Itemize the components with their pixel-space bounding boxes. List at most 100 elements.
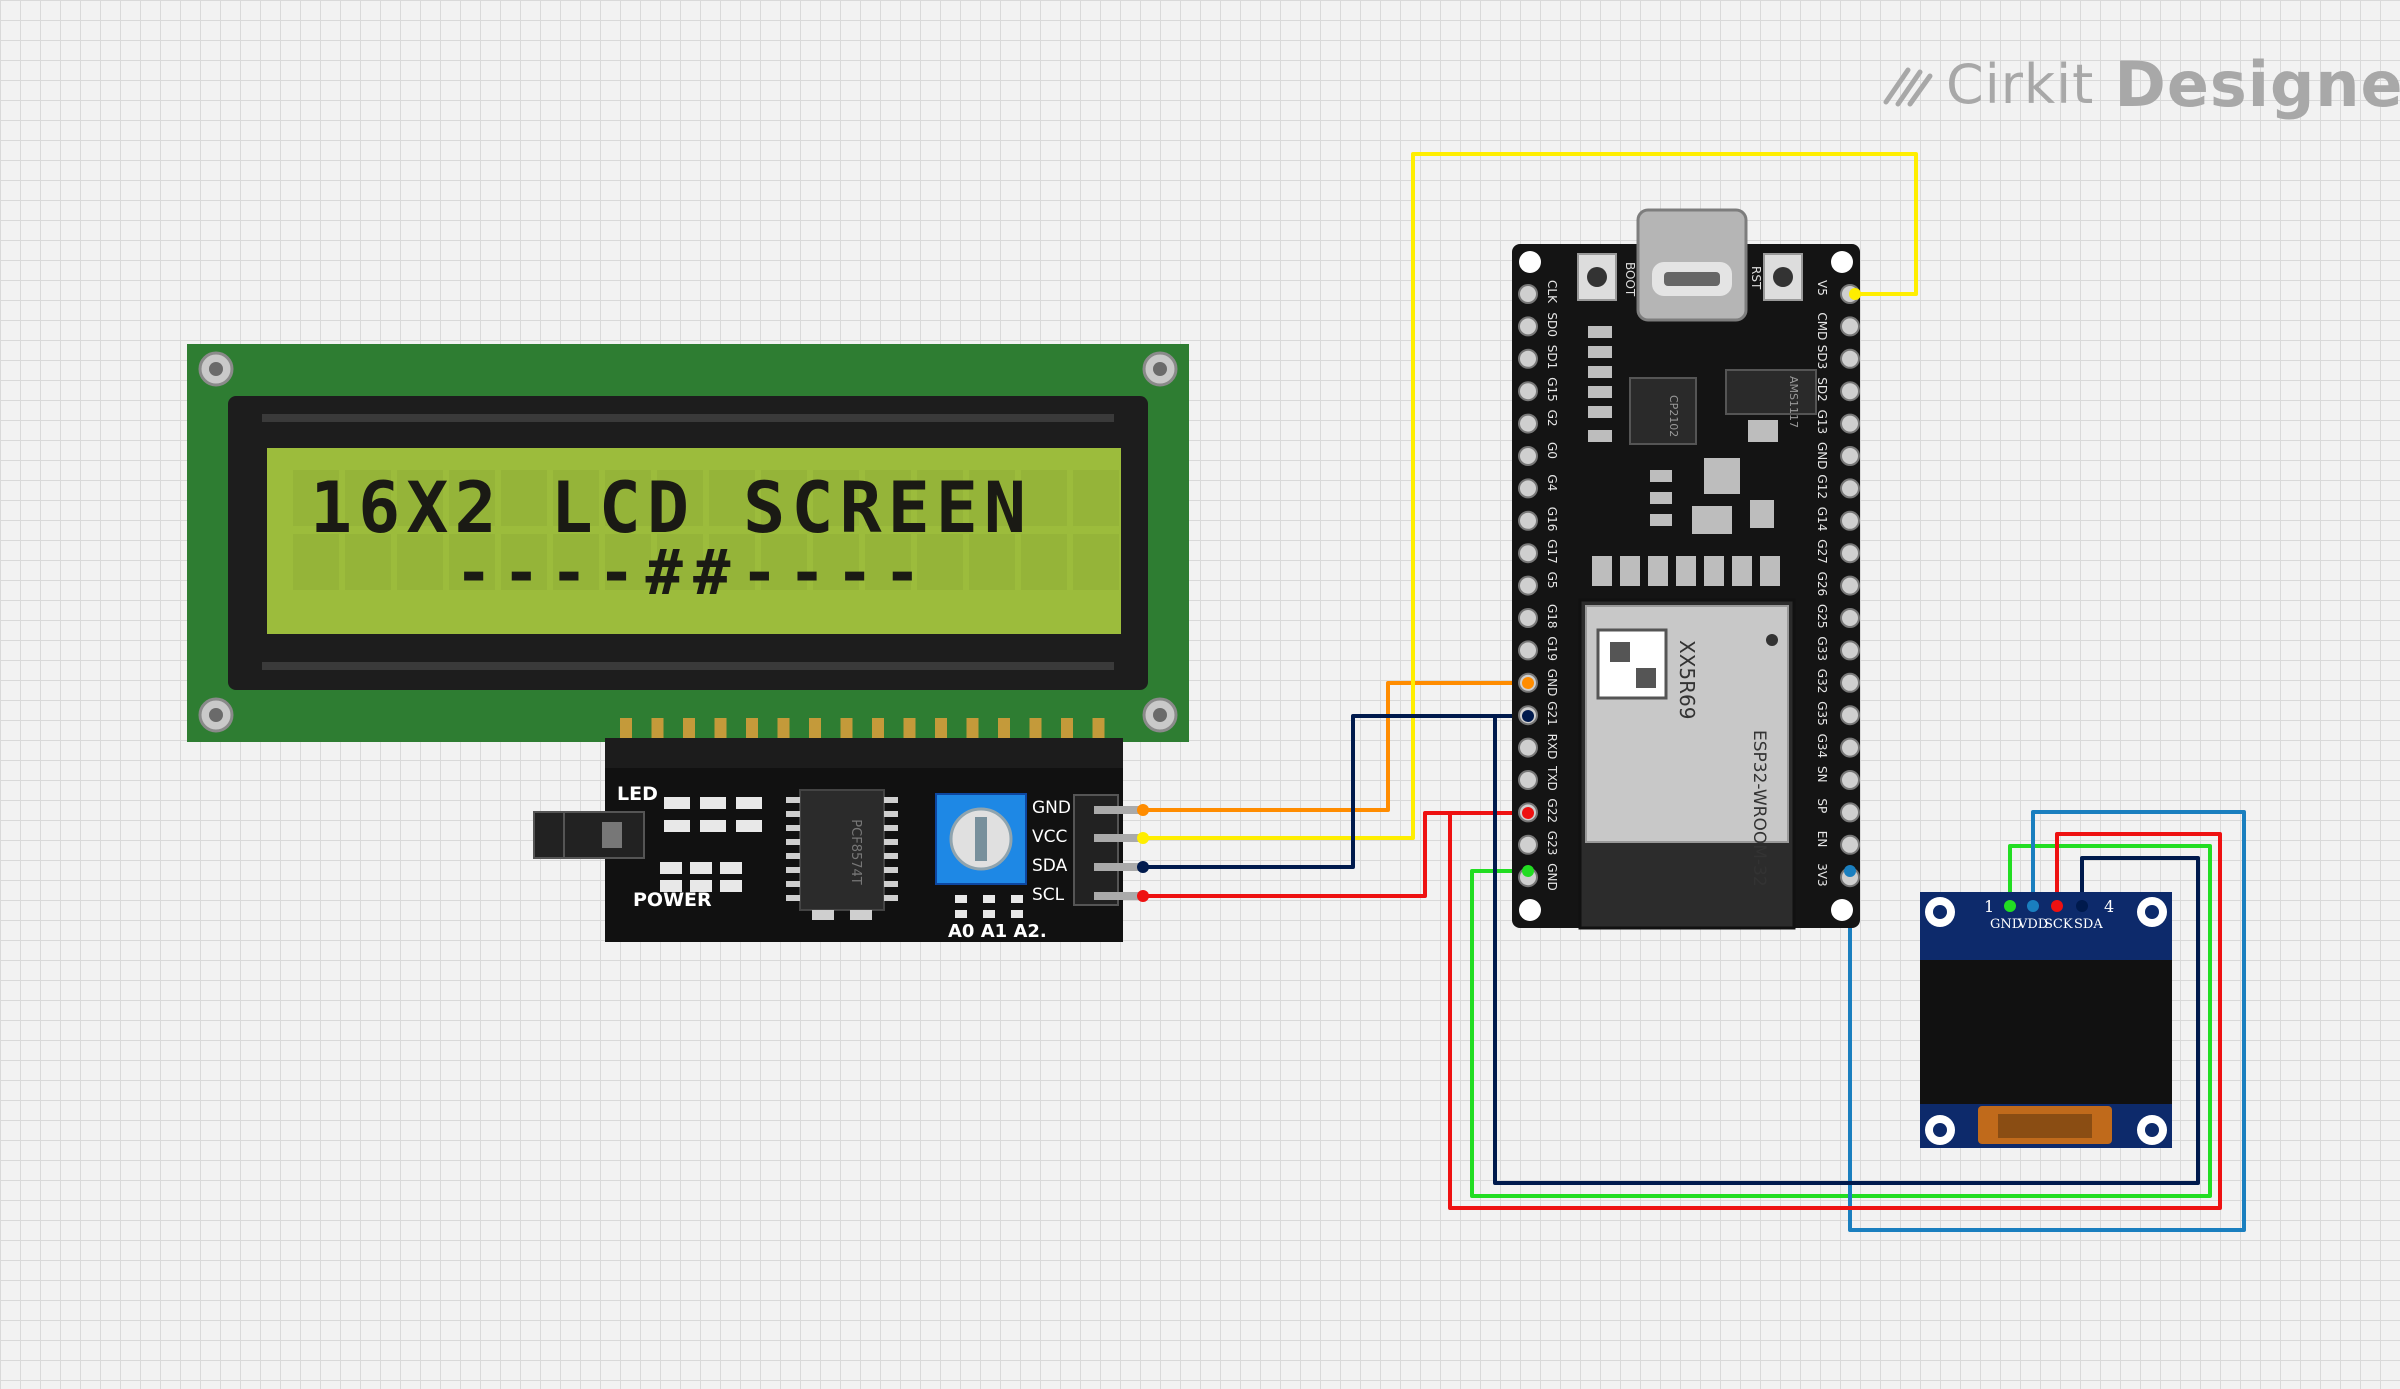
esp32-pin-label: G16	[1545, 507, 1559, 532]
esp32-pin-label: G12	[1815, 474, 1829, 499]
esp32-left-pins[interactable]	[1518, 284, 1538, 888]
esp32-pin-label: SD1	[1545, 345, 1559, 370]
esp32-pin-cmd	[1840, 316, 1860, 337]
oled-pin-num-last: 4	[2104, 897, 2114, 916]
pin-scl	[1094, 892, 1144, 900]
esp32-pin-label: G4	[1545, 474, 1559, 491]
esp32-pin-g4	[1518, 478, 1538, 499]
rst-button[interactable]	[1763, 253, 1803, 301]
esp32-pin-sp	[1840, 802, 1860, 823]
esp32-pin-label: G17	[1545, 539, 1559, 564]
esp32-pin-g0	[1518, 446, 1538, 466]
oled-pins[interactable]	[2004, 900, 2088, 912]
esp32-pin-label: G5	[1545, 572, 1559, 589]
address-label: A0 A1 A2.	[948, 921, 1047, 942]
oled-pin-gnd	[2004, 900, 2016, 912]
wire-lcd-sda[interactable]	[1143, 714, 1528, 869]
contrast-potentiometer[interactable]	[935, 793, 1027, 885]
esp32-pin-g5	[1518, 575, 1538, 596]
lcd-16x2[interactable]: 16X2 LCD SCREEN ----##----	[187, 344, 1189, 768]
wire-lcd-vcc[interactable]	[1143, 152, 1918, 840]
esp32-pin-g15	[1518, 381, 1538, 402]
backpack-pins[interactable]	[1094, 806, 1144, 900]
esp32-devkit[interactable]: BOOT RST CP2102 AMS1117 XX5R69 ESP32-WRO…	[1512, 208, 1860, 930]
backpack-pin-labels: GND VCC SDA SCL	[1032, 798, 1071, 905]
svg-text:PCF8574T: PCF8574T	[848, 819, 863, 884]
pcf8574-chip: PCF8574T	[786, 789, 898, 920]
wire-endpoints	[1137, 288, 1861, 902]
esp32-pin-g18	[1518, 608, 1538, 628]
boot-label: BOOT	[1623, 262, 1637, 297]
voltage-regulator	[1725, 369, 1817, 415]
esp32-pin-g17	[1518, 543, 1538, 564]
wire-oled-vdd[interactable]	[1848, 810, 2246, 1232]
lcd-char-cells	[293, 470, 1119, 590]
oled-pin-vdd	[2027, 900, 2039, 912]
esp32-pin-txd	[1518, 770, 1538, 790]
esp32-pin-label: G22	[1545, 798, 1559, 823]
wire-oled-sck[interactable]	[1448, 811, 2222, 1210]
esp32-pin-g33	[1840, 640, 1860, 661]
esp32-pin-gnd	[1840, 446, 1860, 466]
esp32-pin-rxd	[1518, 737, 1538, 758]
esp32-pin-label: G25	[1815, 604, 1829, 629]
esp32-pin-label: V5	[1815, 280, 1829, 296]
brand-bold: Designer	[2114, 47, 2400, 121]
esp32-right-pins[interactable]	[1840, 284, 1860, 888]
esp32-mount-holes	[1519, 251, 1853, 921]
svg-text:CP2102: CP2102	[1667, 395, 1680, 437]
lcd-line-1: 16X2 LCD SCREEN	[310, 467, 1030, 549]
esp32-pin-label: G19	[1545, 636, 1559, 661]
oled-pin-num-first: 1	[1984, 897, 1994, 916]
oled-pin-labels: GND VDD SCK SDA	[1990, 917, 2103, 932]
usb-c-port	[1636, 208, 1748, 322]
esp32-pin-label: G34	[1815, 734, 1829, 759]
esp32-pin-label: GND	[1545, 863, 1559, 891]
wire-oled-gnd[interactable]	[1470, 844, 2212, 1198]
esp32-pin-label: EN	[1815, 831, 1829, 848]
esp32-pin-g16	[1518, 510, 1538, 531]
esp32-pin-label: GND	[1545, 669, 1559, 697]
smd-row	[1592, 556, 1780, 586]
esp32-pin-label: G33	[1815, 636, 1829, 661]
wire-oled-sda[interactable]	[1493, 714, 2200, 1185]
esp32-pin-label: SN	[1815, 766, 1829, 783]
esp32-pin-g34	[1840, 737, 1860, 758]
esp32-pin-label: G23	[1545, 831, 1559, 856]
esp32-left-pin-labels: CLKSD0SD1G15G2G0G4G16G17G5G18G19GNDG21RX…	[1545, 280, 1559, 891]
esp32-pin-g2	[1518, 413, 1538, 434]
module-code: XX5R69	[1675, 640, 1699, 719]
esp32-pin-label: G13	[1815, 410, 1829, 435]
power-label: POWER	[633, 889, 712, 911]
boot-button[interactable]	[1577, 253, 1617, 301]
i2c-backpack[interactable]: LED POWER PCF8574T A0 A1 A2. GND	[533, 738, 1144, 942]
led-jumper[interactable]	[533, 811, 565, 859]
board-smd-parts	[1588, 326, 1778, 534]
esp32-pin-sd0	[1518, 316, 1538, 337]
brand-light: Cirkit	[1946, 52, 2095, 116]
svg-text:SDA: SDA	[2074, 917, 2103, 932]
smd-components	[660, 797, 762, 892]
esp32-pin-sd2	[1840, 381, 1860, 402]
pin-sda	[1094, 863, 1144, 871]
cirkit-designer-logo: Cirkit Designer	[1880, 44, 2400, 124]
wire-lcd-gnd[interactable]	[1143, 681, 1528, 812]
esp32-wroom-module: XX5R69 ESP32-WROOM-32	[1578, 598, 1796, 930]
esp32-pin-label: G0	[1545, 442, 1559, 459]
esp32-pin-label: 3V3	[1815, 863, 1829, 886]
svg-text:VDD: VDD	[2017, 917, 2048, 932]
esp32-pin-label: GND	[1815, 442, 1829, 470]
pin-label-vcc: VCC	[1032, 827, 1067, 847]
module-label: ESP32-WROOM-32	[1749, 730, 1769, 887]
pin-vcc	[1094, 834, 1144, 842]
pin-gnd	[1094, 806, 1144, 814]
oled-pin-sck	[2051, 900, 2063, 912]
usb-uart-chip	[1629, 377, 1697, 445]
pin-label-gnd: GND	[1032, 798, 1071, 818]
svg-text:GND: GND	[1990, 917, 2022, 932]
esp32-pin-sd3	[1840, 348, 1860, 369]
esp32-pin-label: G15	[1545, 377, 1559, 402]
oled-display[interactable]: 1 4 GND VDD SCK SDA	[1920, 892, 2172, 1148]
oled-screen	[1920, 960, 2172, 1104]
